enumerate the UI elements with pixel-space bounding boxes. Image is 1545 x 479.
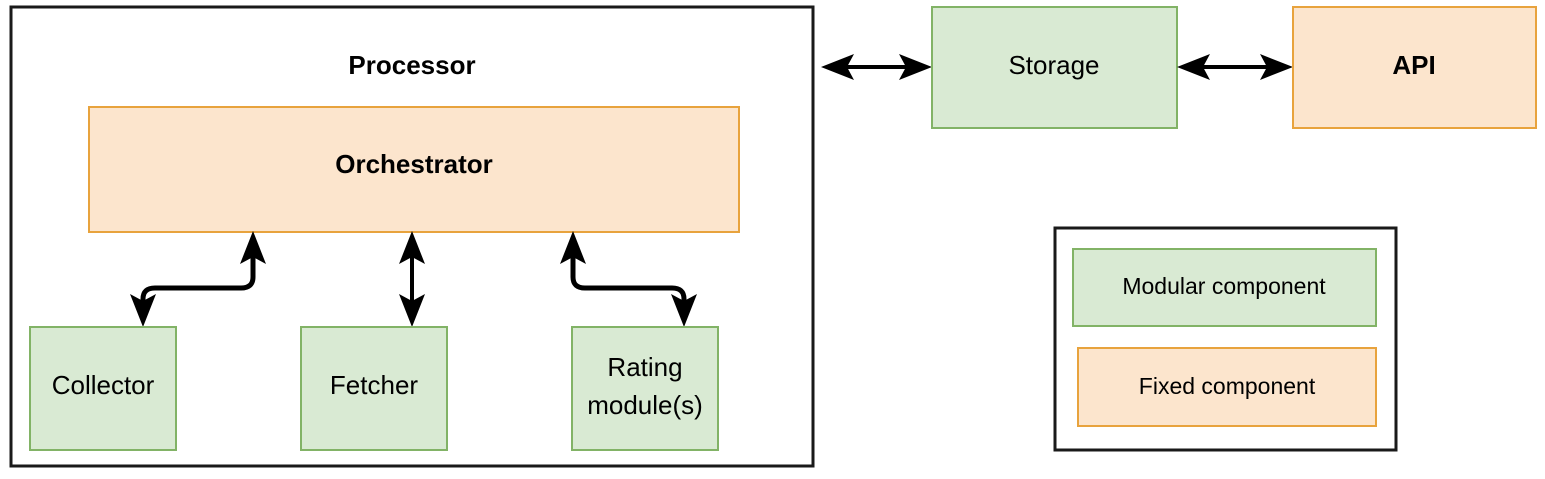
processor-title: Processor [348, 50, 475, 80]
rating-module-box[interactable] [571, 326, 719, 451]
connector-orchestrator-fetcher [399, 231, 425, 327]
connector-orchestrator-collector [130, 231, 266, 327]
orchestrator-box[interactable] [88, 106, 740, 233]
rating-module-label-line2: module(s) [587, 390, 703, 420]
legend-swatch-fixed [1077, 347, 1377, 427]
legend-label-fixed: Fixed component [1139, 373, 1316, 399]
arrow-head-up-fetcher [399, 231, 425, 264]
collector-box[interactable] [29, 326, 177, 451]
arrow-head-right-storage [899, 54, 932, 80]
arrow-head-down-rating [671, 294, 697, 327]
legend-swatch-modular [1072, 248, 1377, 327]
arrow-head-left-storage [821, 54, 854, 80]
arrow-head-up-rating [560, 231, 586, 264]
storage-label: Storage [1008, 50, 1099, 80]
api-box[interactable] [1292, 6, 1537, 129]
arrow-head-down-collector [130, 294, 156, 327]
api-label: API [1392, 50, 1435, 80]
arrow-head-up-collector [240, 231, 266, 264]
arrow-head-down-fetcher [399, 294, 425, 327]
legend: Modular component Fixed component [1053, 226, 1398, 452]
orchestrator-label: Orchestrator [335, 149, 493, 179]
storage-box[interactable] [931, 6, 1178, 129]
rating-module-label-line1: Rating [607, 352, 682, 382]
connector-storage-api [1177, 54, 1293, 80]
arrow-head-left-api [1177, 54, 1210, 80]
fetcher-box[interactable] [300, 326, 448, 451]
connector-processor-storage [821, 54, 932, 80]
legend-label-modular: Modular component [1122, 273, 1326, 299]
connector-orchestrator-rating [560, 231, 697, 327]
fetcher-label: Fetcher [330, 370, 418, 400]
arrow-head-right-api [1260, 54, 1293, 80]
collector-label: Collector [52, 370, 155, 400]
